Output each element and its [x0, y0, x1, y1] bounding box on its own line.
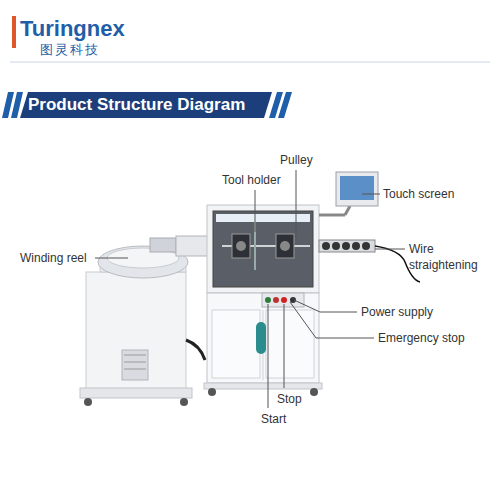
part-label: Winding reel	[20, 250, 87, 266]
part-label: Emergency stop	[378, 330, 465, 346]
part-label: Touch screen	[383, 186, 454, 202]
logo-text: Turingnex	[20, 17, 125, 41]
banner-title: Product Structure Diagram	[28, 92, 245, 118]
part-label: Wire straightening	[409, 241, 491, 273]
part-label: Pulley	[280, 152, 313, 168]
part-label: Stop	[277, 391, 302, 407]
part-label: Tool holder	[222, 172, 281, 188]
part-label: Start	[261, 411, 286, 427]
part-label: Power supply	[361, 304, 433, 320]
logo-subtext: 图灵科技	[40, 42, 100, 57]
